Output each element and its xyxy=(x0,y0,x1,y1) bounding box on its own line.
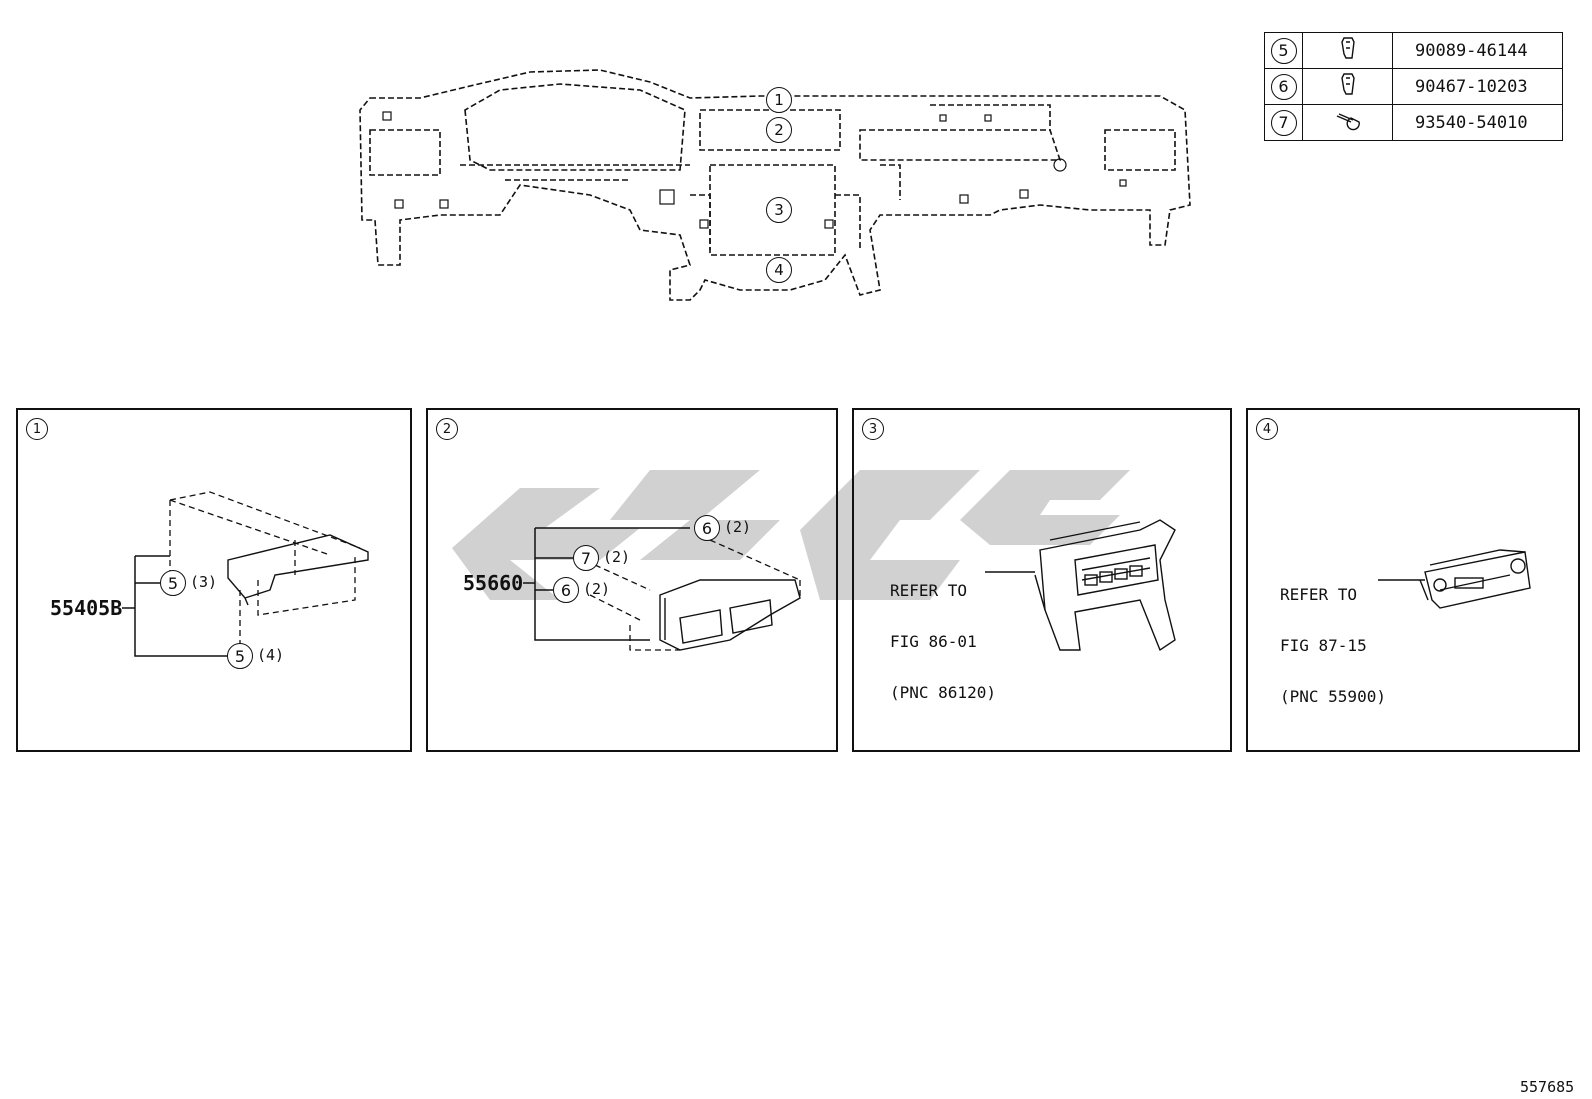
panel-4-number: 4 xyxy=(1256,418,1278,440)
clip-icon xyxy=(1340,37,1355,59)
legend-key-cell: 5 xyxy=(1264,32,1303,69)
panel-1-ref-5-b[interactable]: 5 xyxy=(227,643,253,669)
clip-icon xyxy=(1340,73,1355,95)
panel-2-ref-7[interactable]: 7 xyxy=(573,545,599,571)
legend-part-number[interactable]: 90089-46144 xyxy=(1392,32,1563,69)
screw-icon xyxy=(1336,113,1360,131)
legend-icon-cell xyxy=(1302,68,1393,105)
legend-key-cell: 6 xyxy=(1264,68,1303,105)
overview-callout-3[interactable]: 3 xyxy=(766,197,792,223)
panel-2-qty-a: (2) xyxy=(724,518,752,536)
detail-panel-3 xyxy=(852,408,1232,752)
legend-key-circle[interactable]: 5 xyxy=(1270,37,1297,64)
panel-4-refer-line-1: REFER TO xyxy=(1280,585,1358,604)
legend-key-cell: 7 xyxy=(1264,104,1303,141)
legend-part-number[interactable]: 90467-10203 xyxy=(1392,68,1563,105)
overview-callout-1[interactable]: 1 xyxy=(766,87,792,113)
panel-3-refer-line-1: REFER TO xyxy=(890,581,968,600)
panel-4-refer-line-3: (PNC 55900) xyxy=(1280,687,1386,706)
parts-legend-table: 5 90089-46144 6 90467-10203 7 93540-54010 xyxy=(1264,32,1563,141)
detail-panel-2 xyxy=(426,408,838,752)
panel-1-part-label: 55405B xyxy=(50,596,123,620)
legend-row: 7 93540-54010 xyxy=(1264,104,1563,141)
panel-1-qty-a: (3) xyxy=(190,573,218,591)
detail-panel-1 xyxy=(16,408,412,752)
legend-key-circle[interactable]: 7 xyxy=(1270,109,1297,136)
panel-3-refer-line-3: (PNC 86120) xyxy=(890,683,996,702)
panel-3-refer-line-2: FIG 86-01 xyxy=(890,632,977,651)
figure-number: 557685 xyxy=(1520,1078,1575,1096)
panel-2-number: 2 xyxy=(436,418,458,440)
legend-row: 6 90467-10203 xyxy=(1264,68,1563,105)
panel-4-refer-text[interactable]: REFER TO FIG 87-15 (PNC 55900) xyxy=(1280,552,1386,722)
legend-row: 5 90089-46144 xyxy=(1264,32,1563,69)
panel-4-refer-line-2: FIG 87-15 xyxy=(1280,636,1367,655)
legend-key-circle[interactable]: 6 xyxy=(1270,73,1297,100)
overview-callout-2[interactable]: 2 xyxy=(766,117,792,143)
detail-panel-4 xyxy=(1246,408,1580,752)
overview-callout-4[interactable]: 4 xyxy=(766,257,792,283)
panel-1-number: 1 xyxy=(26,418,48,440)
panel-3-number: 3 xyxy=(862,418,884,440)
panel-2-qty-b: (2) xyxy=(603,548,631,566)
panel-1-ref-5-a[interactable]: 5 xyxy=(160,570,186,596)
panel-2-ref-6-a[interactable]: 6 xyxy=(694,515,720,541)
panel-2-qty-c: (2) xyxy=(583,580,611,598)
panel-2-ref-6-b[interactable]: 6 xyxy=(553,577,579,603)
panel-3-refer-text[interactable]: REFER TO FIG 86-01 (PNC 86120) xyxy=(890,548,996,718)
legend-part-number[interactable]: 93540-54010 xyxy=(1392,104,1563,141)
legend-icon-cell xyxy=(1302,104,1393,141)
panel-1-qty-b: (4) xyxy=(257,646,285,664)
panel-2-part-label: 55660 xyxy=(463,571,524,595)
